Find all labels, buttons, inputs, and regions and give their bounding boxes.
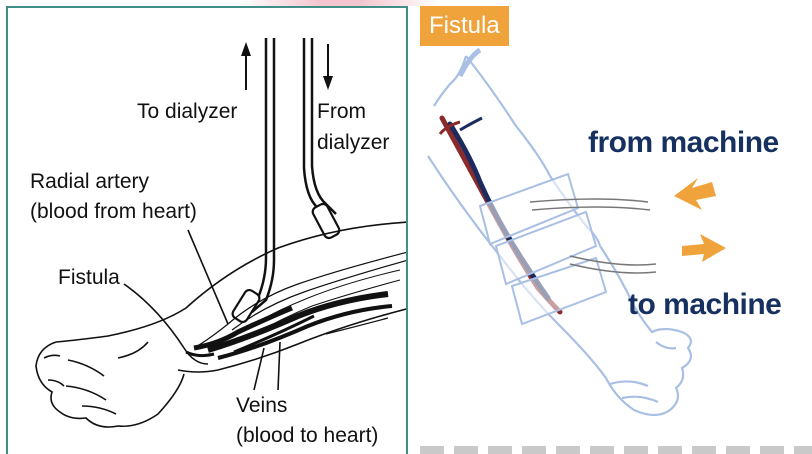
arm-fistula-illustration — [420, 6, 812, 446]
from-dialyzer-label-line2: dialyzer — [317, 129, 389, 156]
fistula-label: Fistula — [58, 264, 120, 291]
to-dialyzer-label: To dialyzer — [137, 98, 237, 125]
pointer-lines — [124, 230, 280, 390]
to-machine-arrow-icon — [682, 234, 726, 262]
radial-artery-label-line1: Radial artery — [30, 168, 149, 195]
left-diagram-panel: To dialyzer From dialyzer Radial artery … — [6, 6, 408, 454]
to-machine-label: to machine — [628, 288, 781, 322]
bottom-decoration — [420, 446, 812, 454]
from-machine-arrow-icon — [674, 178, 716, 210]
veins-label-line2: (blood to heart) — [236, 422, 378, 449]
from-dialyzer-label-line1: From — [317, 98, 366, 125]
right-diagram-panel: Fistula from machine to machine — [420, 6, 812, 446]
up-arrow-icon — [241, 42, 251, 90]
veins-label-line1: Veins — [236, 392, 287, 419]
arm-outline — [36, 222, 408, 427]
fistula-tag: Fistula — [420, 6, 509, 46]
dialyzer-tubes — [231, 38, 341, 324]
tape-bands — [480, 174, 606, 324]
arm-dialysis-illustration — [8, 8, 408, 454]
down-arrow-icon — [323, 44, 333, 90]
radial-artery-label-line2: (blood from heart) — [30, 198, 197, 225]
from-machine-label: from machine — [588, 126, 779, 160]
vein-branch — [460, 118, 482, 130]
